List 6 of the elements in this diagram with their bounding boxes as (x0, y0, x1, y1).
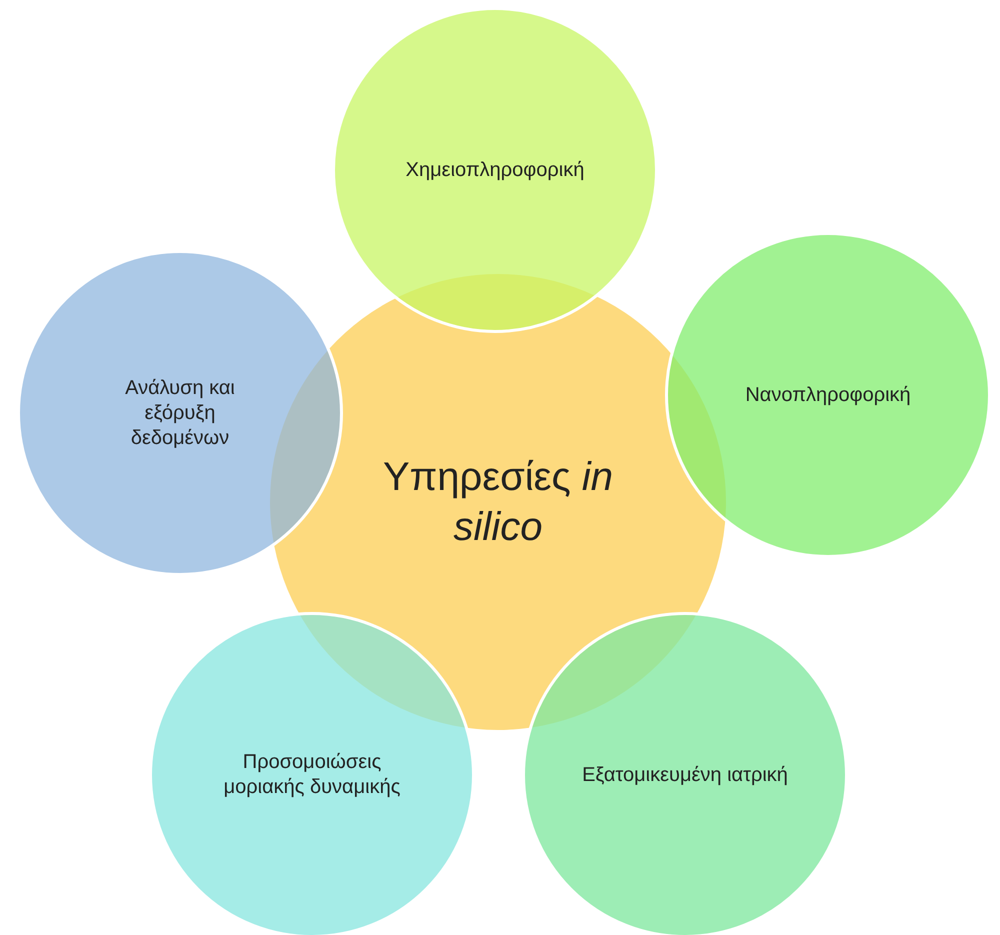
node-label: Νανοπληροφορική (745, 382, 911, 408)
node-label: Ανάλυση και εξόρυξη δεδομένων (124, 376, 236, 450)
node-label: Χημειοπληροφορική (406, 158, 584, 182)
node-label: Υπηρεσίες in silico (382, 454, 614, 551)
node-label: Εξατομικευμένη ιατρική (582, 762, 788, 788)
node-label: Προσομοιώσεις μοριακής δυναμικής (222, 750, 402, 800)
